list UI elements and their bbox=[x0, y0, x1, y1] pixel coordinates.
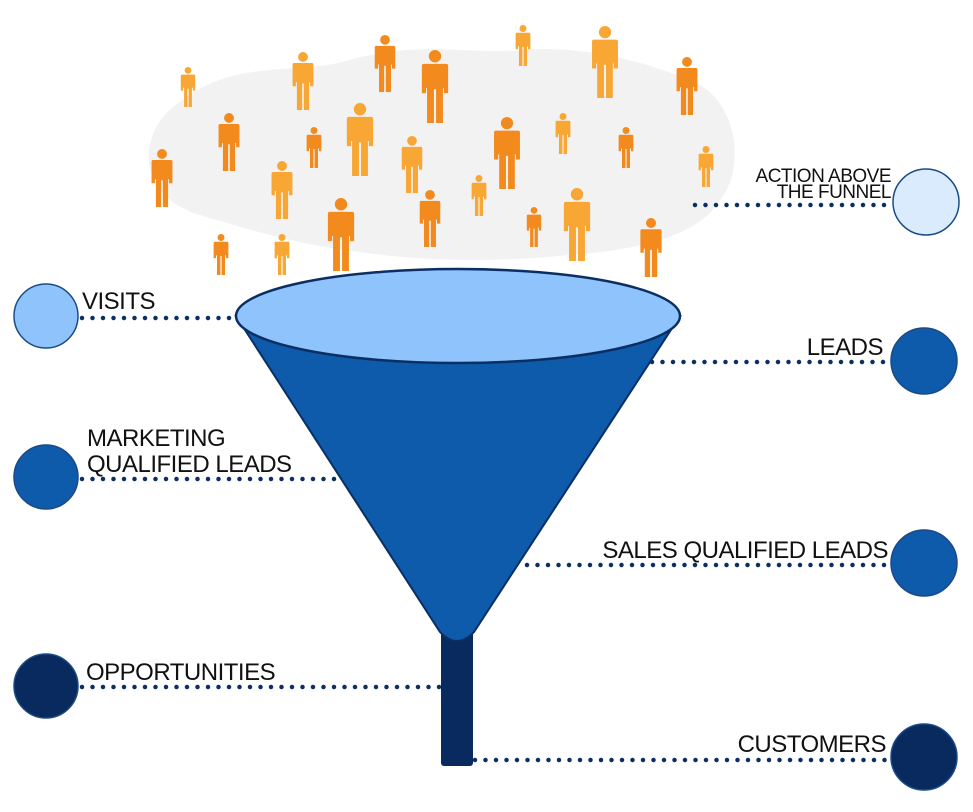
customers-circle bbox=[890, 723, 958, 791]
person-icon bbox=[271, 161, 293, 219]
person-icon bbox=[218, 113, 240, 171]
funnel-opening bbox=[234, 267, 682, 365]
person-icon bbox=[563, 188, 591, 261]
customers-label: CUSTOMERS bbox=[738, 731, 886, 758]
person-icon bbox=[555, 113, 571, 154]
crowd-people bbox=[151, 25, 714, 277]
person-icon bbox=[471, 175, 487, 216]
person-icon bbox=[515, 25, 531, 66]
mql-circle bbox=[13, 444, 79, 510]
person-icon bbox=[306, 127, 322, 168]
funnel-stem bbox=[441, 630, 473, 766]
opportunities-circle bbox=[13, 653, 79, 719]
person-icon bbox=[592, 26, 618, 98]
person-icon bbox=[292, 52, 314, 110]
mql-label-line1: MARKETING bbox=[87, 425, 225, 452]
person-icon bbox=[526, 207, 542, 247]
person-icon bbox=[494, 117, 520, 189]
person-icon bbox=[421, 50, 449, 123]
person-icon bbox=[180, 67, 196, 107]
funnel-cone bbox=[234, 315, 682, 642]
action-above-funnel-circle bbox=[892, 168, 960, 236]
person-icon bbox=[374, 35, 396, 92]
visits-label: VISITS bbox=[82, 288, 155, 315]
visits-circle bbox=[13, 283, 79, 349]
opportunities-label: OPPORTUNITIES bbox=[86, 659, 275, 686]
person-icon bbox=[274, 234, 290, 275]
sql-label: SALES QUALIFIED LEADS bbox=[602, 537, 888, 564]
leads-circle bbox=[890, 327, 958, 395]
person-icon bbox=[401, 136, 423, 193]
leads-label: LEADS bbox=[807, 334, 883, 361]
person-icon bbox=[618, 127, 634, 168]
person-icon bbox=[698, 146, 714, 187]
person-icon bbox=[346, 103, 374, 176]
person-icon bbox=[640, 218, 662, 277]
action-above-funnel-line1: ACTION ABOVE bbox=[756, 166, 891, 187]
sql-circle bbox=[890, 529, 958, 597]
person-icon bbox=[676, 57, 698, 115]
action-above-funnel-line2: THE FUNNEL bbox=[777, 182, 891, 203]
person-icon bbox=[419, 190, 441, 247]
person-icon bbox=[327, 198, 355, 271]
person-icon bbox=[213, 234, 229, 275]
mql-label-line2: QUALIFIED LEADS bbox=[87, 451, 292, 478]
person-icon bbox=[151, 149, 173, 207]
